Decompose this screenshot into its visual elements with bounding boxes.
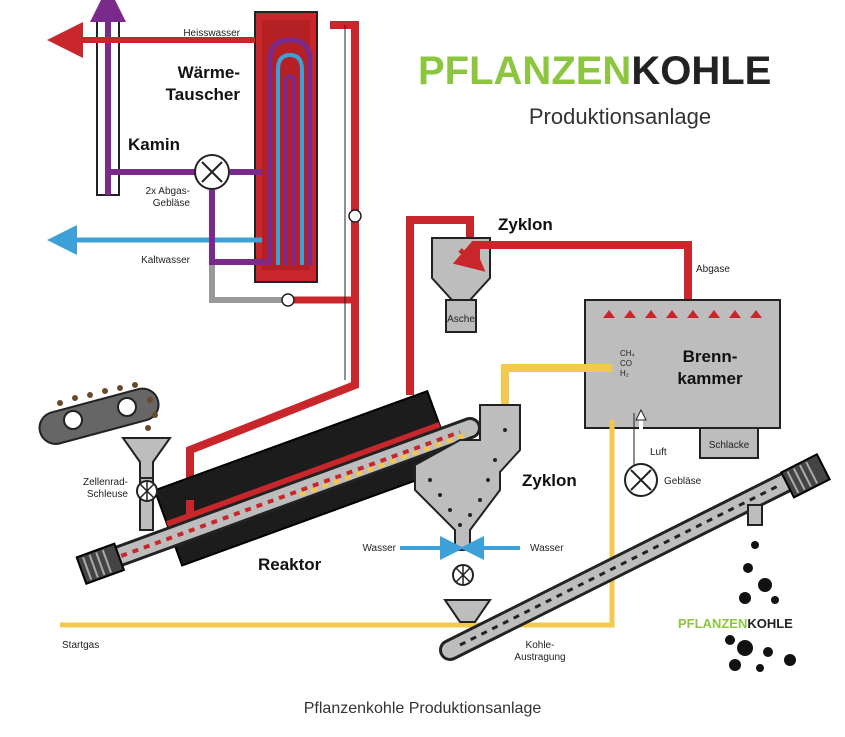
label-wasser-left: Wasser (362, 543, 396, 554)
valve-lower[interactable] (281, 293, 295, 307)
feed-hopper (121, 437, 172, 479)
valve-upper[interactable] (348, 209, 362, 223)
label-kohle-1: Kohle- (526, 640, 555, 651)
label-geblaese: Gebläse (664, 476, 702, 487)
char-particles (428, 428, 507, 527)
diagram-stage: Heisswasser Wärme- Tauscher Kamin 2x Abg… (38, 0, 831, 672)
label-abgasgeblaese-2: Gebläse (153, 198, 191, 209)
label-abgase: Abgase (696, 264, 730, 275)
output-hopper (443, 599, 492, 623)
label-co: CO (620, 359, 632, 368)
title: PFLANZENKOHLE (418, 49, 771, 93)
logo-part1: PFLANZEN (678, 616, 747, 631)
combustion-chamber (584, 299, 781, 429)
title-part1: PFLANZEN (418, 49, 631, 93)
logo: PFLANZENKOHLE (678, 616, 793, 631)
logo-part2: KOHLE (747, 616, 793, 631)
title-subtitle: Produktionsanlage (529, 104, 711, 129)
label-brennkammer-2: kammer (677, 369, 743, 388)
label-asche: Asche (447, 314, 475, 325)
label-kamin: Kamin (128, 135, 180, 154)
output-motor (779, 452, 831, 499)
exchanger-coil-blue (276, 52, 304, 265)
feed-motor (75, 542, 126, 585)
flame-markers (603, 310, 762, 318)
label-zellenrad-2: Schleuse (87, 489, 129, 500)
label-zyklon-bottom: Zyklon (522, 471, 577, 490)
ash-container (445, 299, 477, 333)
label-zellenrad-1: Zellenrad- (83, 477, 128, 488)
process-diagram: Heisswasser Wärme- Tauscher Kamin 2x Abg… (38, 0, 831, 672)
label-zyklon-top: Zyklon (498, 215, 553, 234)
label-schlacke: Schlacke (709, 440, 750, 451)
image-caption: Pflanzenkohle Produktionsanlage (303, 700, 542, 717)
label-reaktor: Reaktor (258, 555, 322, 574)
label-waermetauscher-2: Tauscher (166, 85, 241, 104)
label-ch4: CH₄ (620, 349, 635, 358)
biomass-dots (57, 382, 158, 431)
startgas-pipe (60, 420, 615, 628)
grey-bypass-pipe (209, 265, 285, 303)
hot-gas-main-pipe (186, 21, 359, 500)
exchanger-coil-purple (267, 37, 313, 265)
label-waermetauscher-1: Wärme- (178, 63, 240, 82)
label-h2: H₂ (620, 369, 629, 378)
label-brennkammer-1: Brenn- (683, 347, 738, 366)
label-startgas: Startgas (62, 640, 99, 651)
label-abgasgeblaese-1: 2x Abgas- (146, 186, 190, 197)
exhaust-from-exchanger-pipe (209, 190, 266, 265)
label-kaltwasser: Kaltwasser (141, 255, 191, 266)
label-luft: Luft (650, 447, 667, 458)
slag-container (699, 427, 759, 459)
label-heisswasser: Heisswasser (183, 28, 240, 39)
label-wasser-right: Wasser (530, 543, 564, 554)
label-kohle-2: Austragung (514, 652, 565, 663)
title-part2: KOHLE (631, 49, 771, 93)
falling-biochar (725, 541, 796, 672)
syngas-pipe (501, 364, 612, 420)
